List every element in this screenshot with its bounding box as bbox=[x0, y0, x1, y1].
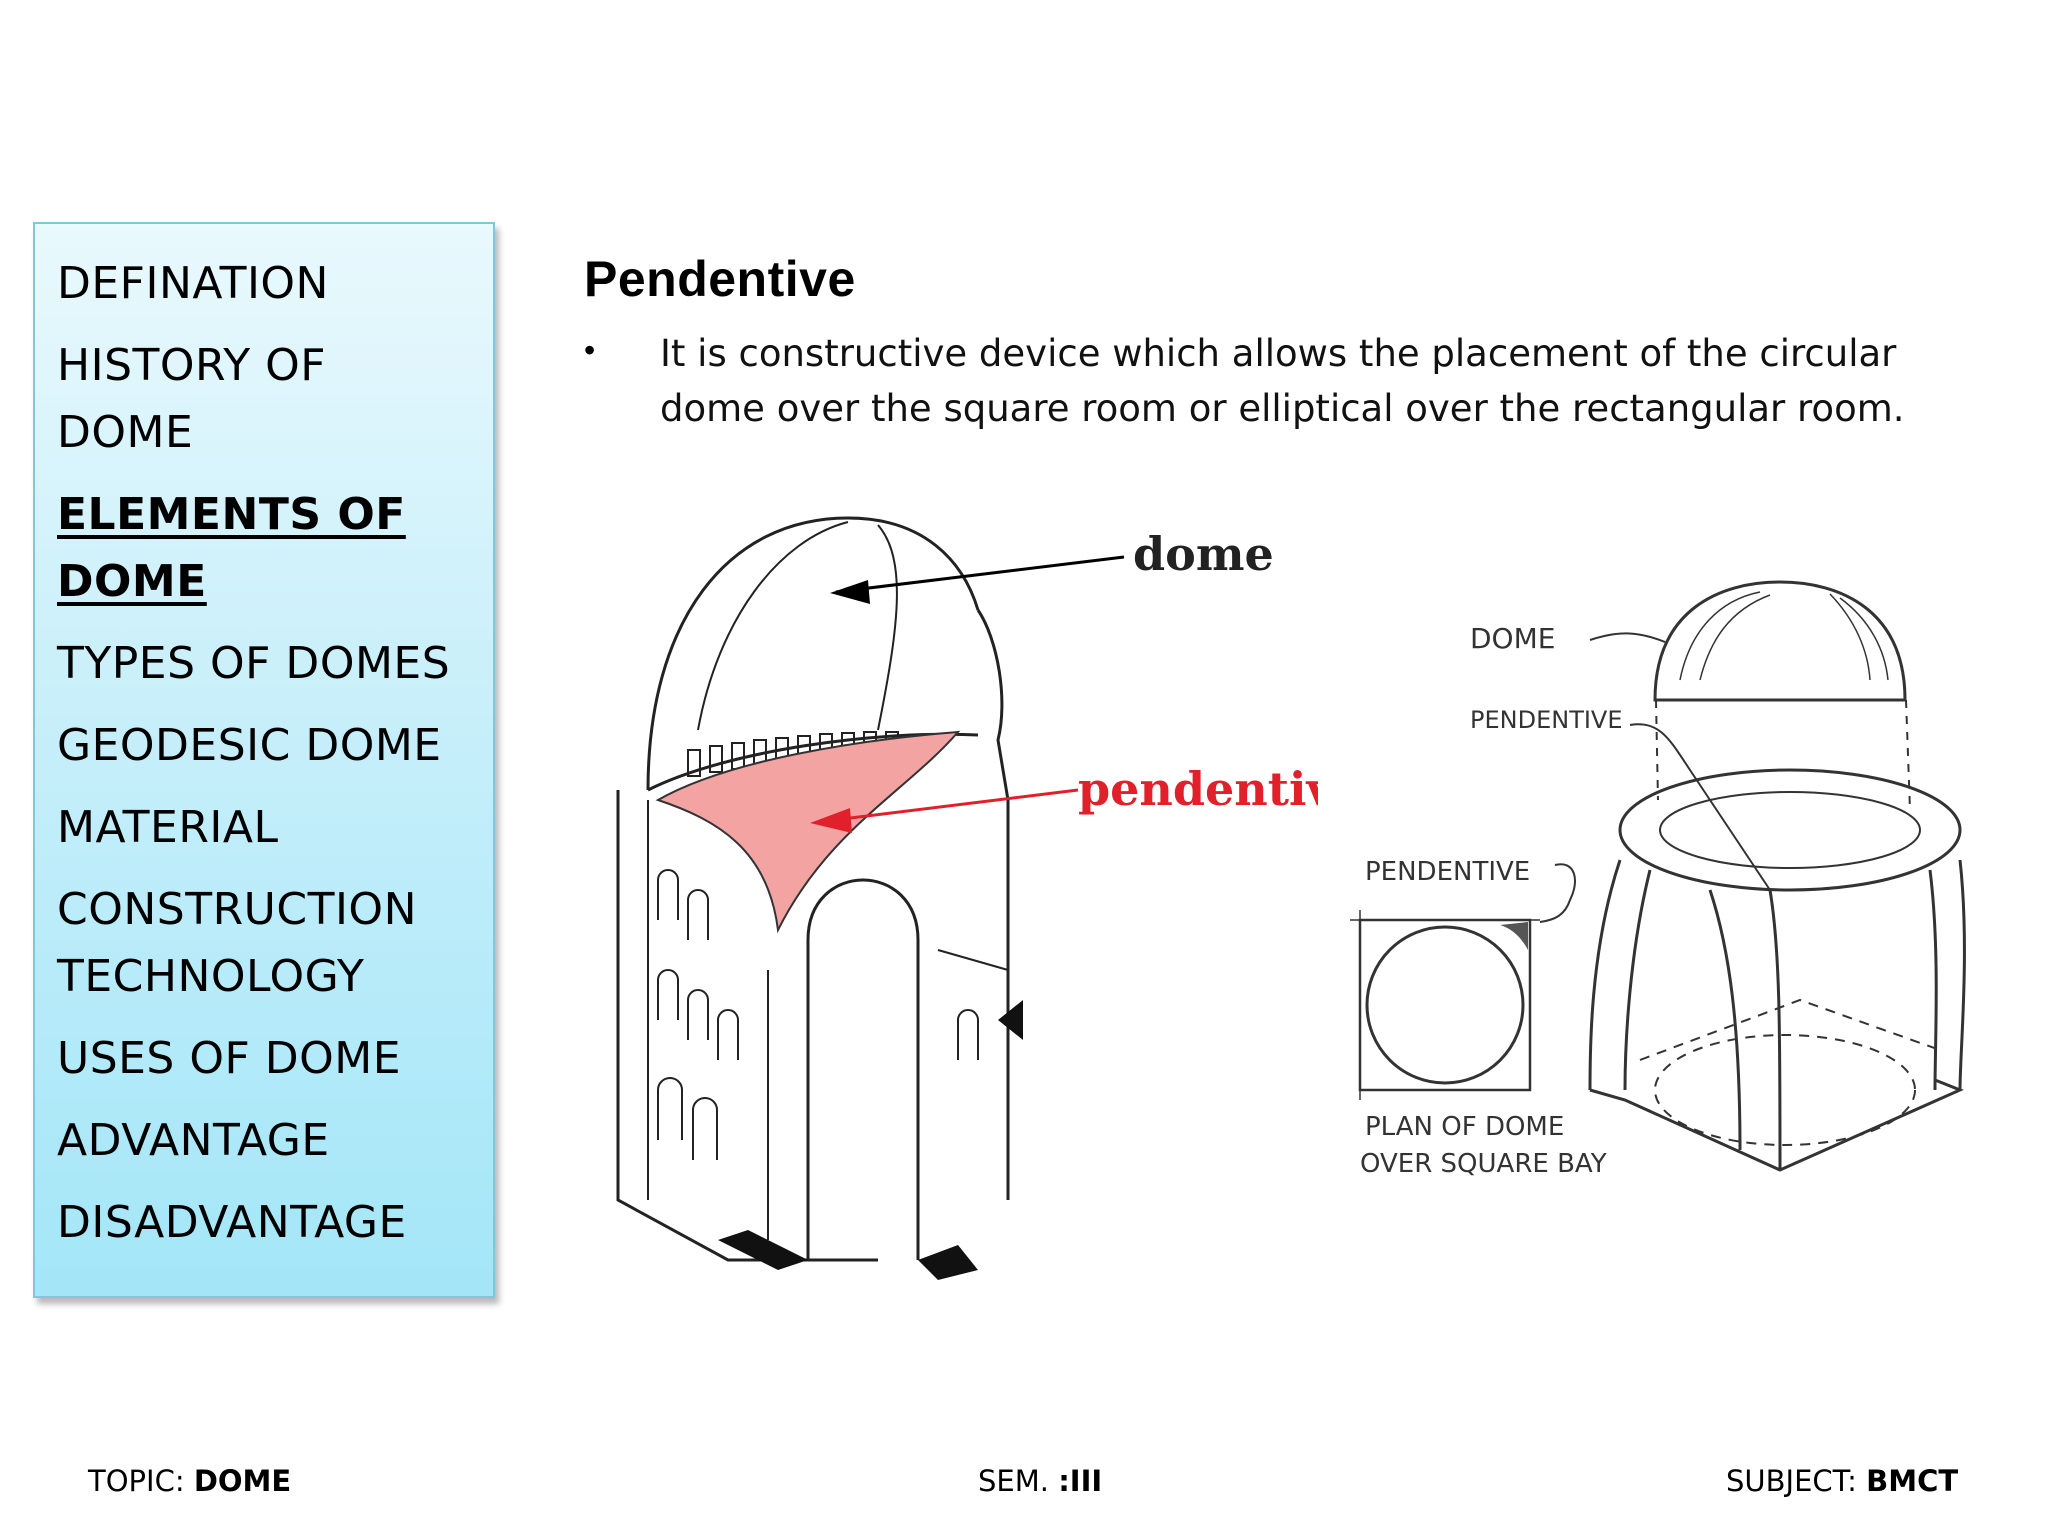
footer-sem-value: :III bbox=[1058, 1464, 1103, 1498]
footer-topic: TOPIC: DOME bbox=[88, 1464, 291, 1498]
topic-sidebar: DEFINATION HISTORY OF DOME ELEMENTS OF D… bbox=[33, 222, 495, 1298]
page-title: Pendentive bbox=[584, 251, 856, 307]
sidebar-item-defination[interactable]: DEFINATION bbox=[57, 258, 329, 309]
sidebar-item-elements-of-dome[interactable]: ELEMENTS OF DOME bbox=[57, 489, 406, 607]
dome-over-square-bay-sketch: DOME PENDENTIVE PENDENTIVE PLAN OF DOME … bbox=[1350, 580, 1966, 1179]
sidebar-item-uses-of-dome[interactable]: USES OF DOME bbox=[57, 1033, 402, 1084]
label-plan-line1: PLAN OF DOME bbox=[1365, 1112, 1564, 1142]
definition-text: It is constructive device which allows t… bbox=[660, 332, 1905, 430]
footer-subject-label: SUBJECT: bbox=[1726, 1464, 1867, 1498]
footer-subject-value: BMCT bbox=[1866, 1464, 1959, 1498]
footer-topic-value: DOME bbox=[193, 1464, 292, 1498]
label-pendentive: pendentiv bbox=[1078, 762, 1318, 816]
footer-subject: SUBJECT: BMCT bbox=[1726, 1464, 1958, 1498]
sidebar-item-disadvantage[interactable]: DISADVANTAGE bbox=[57, 1197, 407, 1248]
footer-sem-label: SEM. bbox=[978, 1464, 1059, 1498]
pendentive-cutaway-illustration: dome pendentiv bbox=[616, 516, 1318, 1280]
sidebar-item-geodesic-dome[interactable]: GEODESIC DOME bbox=[57, 720, 442, 771]
sidebar-item-types-of-domes[interactable]: TYPES OF DOMES bbox=[57, 638, 451, 689]
label-pendentive-plan: PENDENTIVE bbox=[1365, 857, 1530, 887]
footer-topic-label: TOPIC: bbox=[88, 1464, 194, 1498]
footer-sem: SEM. :III bbox=[978, 1464, 1102, 1498]
sidebar-item-material[interactable]: MATERIAL bbox=[57, 802, 279, 853]
sidebar-item-advantage[interactable]: ADVANTAGE bbox=[57, 1115, 330, 1166]
label-dome: dome bbox=[1133, 527, 1274, 581]
label-dome-sketch: DOME bbox=[1470, 622, 1555, 655]
label-plan-line2: OVER SQUARE BAY bbox=[1360, 1149, 1607, 1179]
sidebar-item-construction-technology[interactable]: CONSTRUCTION TECHNOLOGY bbox=[57, 884, 417, 1002]
sidebar-item-history-of-dome[interactable]: HISTORY OF DOME bbox=[57, 340, 327, 458]
bullet-marker: • bbox=[584, 332, 596, 368]
label-pendentive-top: PENDENTIVE bbox=[1470, 706, 1623, 734]
